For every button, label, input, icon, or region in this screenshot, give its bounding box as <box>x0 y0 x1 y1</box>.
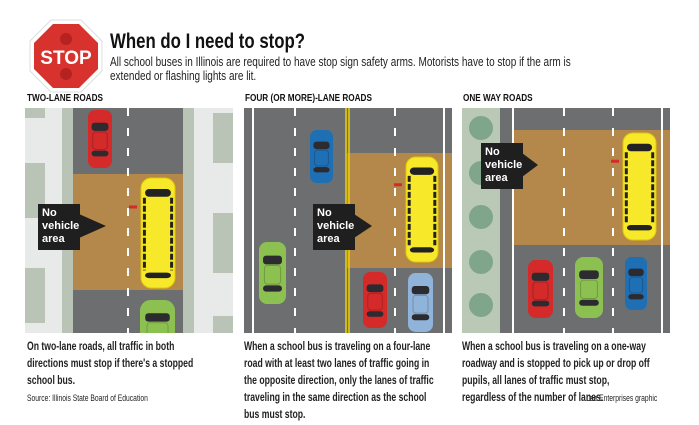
label-line: area <box>317 233 341 245</box>
stop-sign-icon: STOP <box>29 19 103 93</box>
tree-icons <box>469 116 493 317</box>
red-car <box>88 110 112 168</box>
caption-line: pupils, all lanes of traffic must stop, <box>462 373 610 387</box>
blue-car <box>625 257 647 310</box>
caption-four-lane: When a school bus is traveling on a four… <box>244 338 434 423</box>
label-line: No <box>317 207 332 219</box>
red-car <box>528 260 553 318</box>
light-blue-car <box>408 273 433 332</box>
page-title: When do I need to stop? <box>110 30 306 53</box>
credit-note: Lee Enterprises graphic <box>586 393 658 403</box>
stop-arm-icon <box>611 159 619 163</box>
caption-line: school bus. <box>27 373 76 387</box>
green-car <box>140 300 175 333</box>
caption-line: the opposite direction, only the lanes o… <box>244 373 434 387</box>
label-line: area <box>42 233 66 245</box>
caption-two-lane: On two-lane roads, all traffic in both d… <box>27 338 193 389</box>
label-line: area <box>485 172 509 184</box>
subtitle-line: All school buses in Illinois are require… <box>110 55 571 69</box>
label-line: vehicle <box>485 159 522 171</box>
caption-line: When a school bus is traveling on a four… <box>244 339 431 353</box>
school-bus <box>622 132 657 241</box>
stop-sign-text: STOP <box>40 48 92 69</box>
stop-arm-icon <box>394 183 402 187</box>
blue-car <box>310 130 333 183</box>
caption-one-way: When a school bus is traveling on a one-… <box>462 338 650 406</box>
heading-one-way: ONE WAY ROADS <box>463 92 533 104</box>
stop-arm-icon <box>129 205 137 209</box>
caption-line: directions must stop if there's a stoppe… <box>27 356 194 370</box>
heading-four-lane: FOUR (OR MORE)-LANE ROADS <box>245 92 372 104</box>
caption-line: road with at least two lanes of traffic … <box>244 356 430 370</box>
source-note: Source: Illinois State Board of Educatio… <box>27 393 148 403</box>
caption-line: bus must stop. <box>244 407 306 421</box>
school-bus <box>140 177 176 289</box>
red-car <box>363 272 387 328</box>
heading-two-lane: TWO-LANE ROADS <box>27 92 103 104</box>
caption-line: When a school bus is traveling on a one-… <box>462 339 646 353</box>
green-car <box>259 242 286 304</box>
label-line: No <box>485 146 500 158</box>
label-line: No <box>42 207 57 219</box>
green-car <box>575 257 603 318</box>
caption-line: traveling in the same direction as the s… <box>244 390 427 404</box>
caption-line: On two-lane roads, all traffic in both <box>27 339 175 353</box>
caption-line: roadway and is stopped to pick up or dro… <box>462 356 650 370</box>
caption-line: regardless of the number of lanes. <box>462 390 604 404</box>
subtitle-line: extended or flashing lights are lit. <box>110 69 257 83</box>
school-bus <box>405 156 439 263</box>
label-line: vehicle <box>317 220 354 232</box>
label-line: vehicle <box>42 220 79 232</box>
